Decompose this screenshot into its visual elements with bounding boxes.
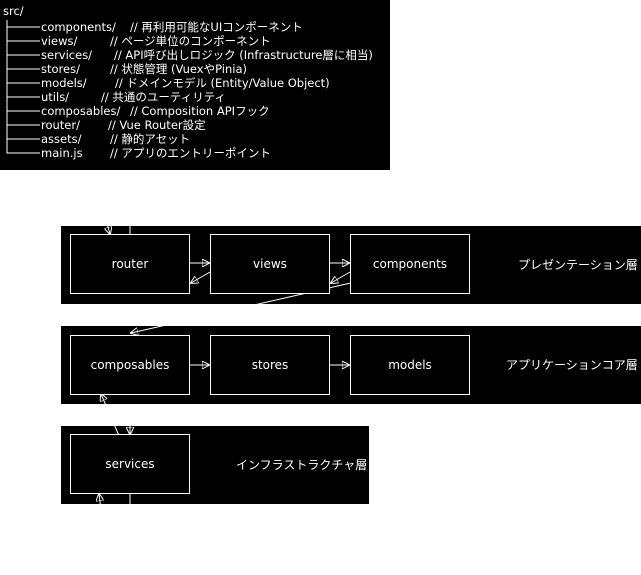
tree-branch	[6, 48, 40, 62]
node-views[interactable]: views	[210, 234, 330, 294]
tree-entry-comment: // 状態管理 (VuexやPinia)	[110, 62, 247, 76]
tree-entry-comment: // 再利用可能なUIコンポーネント	[130, 20, 303, 34]
tree-branch	[6, 20, 40, 34]
presentation-layer-label: プレゼンテーション層	[518, 258, 638, 272]
tree-entry-name: router/	[41, 118, 80, 132]
node-router-label: router	[111, 257, 149, 271]
tree-entry-name: composables/	[41, 104, 121, 118]
node-stores-label: stores	[251, 358, 289, 372]
tree-entry-name: assets/	[41, 132, 82, 146]
tree-entry-name: stores/	[41, 62, 80, 76]
node-components-label: components	[372, 257, 448, 271]
tree-entry-name: services/	[41, 48, 93, 62]
tree-entry-comment: // ページ単位のコンポーネント	[110, 34, 271, 48]
tree-entry-name: main.js	[41, 146, 83, 160]
tree-branch	[6, 104, 40, 118]
tree-entry-comment: // Composition APIフック	[130, 104, 270, 118]
node-services-label: services	[105, 457, 155, 471]
tree-branch-last	[6, 146, 40, 154]
tree-entry-name: models/	[41, 76, 87, 90]
tree-entry-name: utils/	[41, 90, 70, 104]
directory-tree: src/ components/ // 再利用可能なUIコンポーネント view…	[0, 0, 390, 170]
node-services[interactable]: services	[70, 434, 190, 494]
node-composables[interactable]: composables	[70, 335, 190, 395]
tree-root: src/	[3, 4, 24, 18]
node-models-label: models	[388, 358, 432, 372]
tree-branch	[6, 132, 40, 146]
tree-branch	[6, 34, 40, 48]
application-layer-label: アプリケーションコア層	[506, 358, 638, 372]
node-router[interactable]: router	[70, 234, 190, 294]
tree-branch	[6, 90, 40, 104]
node-views-label: views	[253, 257, 287, 271]
tree-entry-comment: // API呼び出しロジック (Infrastructure層に相当)	[114, 48, 373, 62]
tree-branch	[6, 118, 40, 132]
node-composables-label: composables	[90, 358, 170, 372]
tree-entry-comment: // 静的アセット	[110, 132, 191, 146]
tree-entry-comment: // 共通のユーティリティ	[101, 90, 227, 104]
node-stores[interactable]: stores	[210, 335, 330, 395]
tree-entry-comment: // アプリのエントリーポイント	[110, 146, 271, 160]
tree-branch	[6, 76, 40, 90]
tree-entry-comment: // Vue Router設定	[108, 118, 206, 132]
tree-entry-name: views/	[41, 34, 78, 48]
tree-entry-comment: // ドメインモデル (Entity/Value Object)	[115, 76, 330, 90]
node-components[interactable]: components	[350, 234, 470, 294]
node-models[interactable]: models	[350, 335, 470, 395]
infrastructure-layer-label: インフラストラクチャ層	[236, 458, 368, 472]
tree-entry-name: components/	[41, 20, 116, 34]
tree-branch	[6, 62, 40, 76]
